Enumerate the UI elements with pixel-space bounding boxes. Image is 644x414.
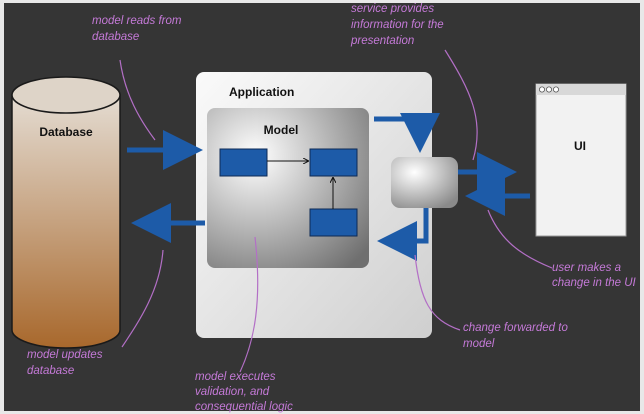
svg-text:change in the UI: change in the UI <box>552 277 637 289</box>
annotation-reads: model reads from database <box>92 15 182 43</box>
svg-text:database: database <box>27 365 74 377</box>
model-component-2 <box>309 148 358 177</box>
annotation-updates: model updates database <box>27 349 103 377</box>
database-cylinder: Database <box>11 76 121 349</box>
svg-text:validation, and: validation, and <box>195 386 270 398</box>
annotation-executes: model executes validation, and consequen… <box>195 371 293 413</box>
svg-text:user makes a: user makes a <box>552 262 621 274</box>
service-node <box>391 157 458 208</box>
database-label: Database <box>39 125 93 139</box>
window-minimize-icon <box>546 86 553 93</box>
application-label: Application <box>229 85 294 99</box>
annotation-pointers <box>119 49 553 373</box>
svg-text:information for the: information for the <box>351 19 444 31</box>
arrow-model-to-service <box>374 113 440 153</box>
svg-text:service provides: service provides <box>351 3 434 15</box>
svg-text:model reads from: model reads from <box>92 15 182 27</box>
svg-text:model updates: model updates <box>27 349 103 361</box>
window-close-icon <box>539 86 546 93</box>
ui-label: UI <box>574 139 586 153</box>
model-component-1 <box>219 148 268 177</box>
annotation-user: user makes a change in the UI <box>552 262 637 289</box>
window-zoom-icon <box>553 86 560 93</box>
svg-text:model executes: model executes <box>195 371 276 383</box>
flow-arrows <box>127 113 530 261</box>
model-component-3 <box>309 208 358 237</box>
svg-text:database: database <box>92 31 139 43</box>
model-box: Model <box>207 108 369 268</box>
svg-text:change forwarded to: change forwarded to <box>463 322 568 334</box>
model-label: Model <box>264 123 299 137</box>
annotation-service: service provides information for the pre… <box>350 3 444 47</box>
svg-text:model: model <box>463 338 495 350</box>
svg-text:consequential logic: consequential logic <box>195 401 293 413</box>
ui-window: UI <box>535 83 627 237</box>
svg-text:presentation: presentation <box>350 35 414 47</box>
annotation-forwarded: change forwarded to model <box>463 322 568 350</box>
arrow-service-to-model <box>377 208 429 261</box>
